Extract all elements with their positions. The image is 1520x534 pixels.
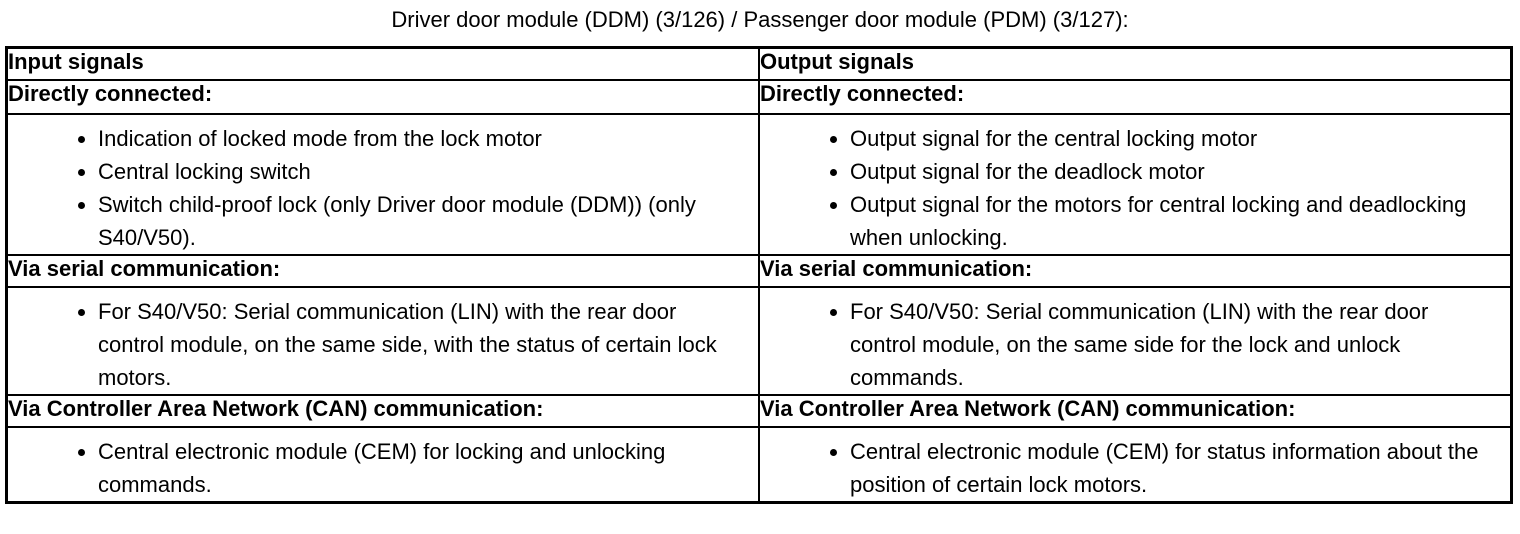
bullet-item: Output signal for the motors for central… bbox=[850, 188, 1496, 253]
bullet-item: Central electronic module (CEM) for stat… bbox=[850, 435, 1496, 501]
bullet-list: For S40/V50: Serial communication (LIN) … bbox=[761, 295, 1510, 393]
input-serial-cell: For S40/V50: Serial communication (LIN) … bbox=[5, 286, 760, 396]
bullet-item: Central electronic module (CEM) for lock… bbox=[98, 435, 744, 501]
table-row: Via Controller Area Network (CAN) commun… bbox=[5, 394, 1513, 428]
table-row: Directly connected: Directly connected: bbox=[5, 79, 1513, 115]
bullet-list: Central electronic module (CEM) for stat… bbox=[761, 435, 1510, 501]
page-title: Driver door module (DDM) (3/126) / Passe… bbox=[391, 7, 1129, 32]
output-directly-connected-heading: Directly connected: bbox=[758, 79, 1513, 115]
output-serial-cell: For S40/V50: Serial communication (LIN) … bbox=[758, 286, 1513, 396]
output-signals-header: Output signals bbox=[758, 46, 1513, 81]
bullet-item: For S40/V50: Serial communication (LIN) … bbox=[850, 295, 1496, 393]
input-serial-heading: Via serial communication: bbox=[5, 254, 760, 288]
output-serial-heading: Via serial communication: bbox=[758, 254, 1513, 288]
input-directly-connected-heading: Directly connected: bbox=[5, 79, 760, 115]
bullet-item: Output signal for the central locking mo… bbox=[850, 122, 1496, 155]
table-row: Central electronic module (CEM) for lock… bbox=[5, 426, 1513, 504]
bullet-item: Switch child-proof lock (only Driver doo… bbox=[98, 188, 744, 253]
table-row: For S40/V50: Serial communication (LIN) … bbox=[5, 286, 1513, 396]
bullet-item: Output signal for the deadlock motor bbox=[850, 155, 1496, 188]
bullet-item: Central locking switch bbox=[98, 155, 744, 188]
bullet-list: For S40/V50: Serial communication (LIN) … bbox=[8, 295, 757, 393]
bullet-item: For S40/V50: Serial communication (LIN) … bbox=[98, 295, 744, 393]
output-can-heading: Via Controller Area Network (CAN) commun… bbox=[758, 394, 1513, 428]
output-directly-connected-cell: Output signal for the central locking mo… bbox=[758, 113, 1513, 256]
input-signals-header: Input signals bbox=[5, 46, 760, 81]
input-directly-connected-cell: Indication of locked mode from the lock … bbox=[5, 113, 760, 256]
table-row: Via serial communication: Via serial com… bbox=[5, 254, 1513, 288]
table-row: Input signals Output signals bbox=[5, 46, 1513, 81]
bullet-list: Indication of locked mode from the lock … bbox=[8, 122, 757, 253]
input-can-heading: Via Controller Area Network (CAN) commun… bbox=[5, 394, 760, 428]
signals-table: Input signals Output signals Directly co… bbox=[5, 46, 1513, 504]
bullet-item: Indication of locked mode from the lock … bbox=[98, 122, 744, 155]
output-can-cell: Central electronic module (CEM) for stat… bbox=[758, 426, 1513, 504]
bullet-list: Output signal for the central locking mo… bbox=[761, 122, 1510, 253]
table-row: Indication of locked mode from the lock … bbox=[5, 113, 1513, 256]
input-can-cell: Central electronic module (CEM) for lock… bbox=[5, 426, 760, 504]
bullet-list: Central electronic module (CEM) for lock… bbox=[8, 435, 757, 501]
